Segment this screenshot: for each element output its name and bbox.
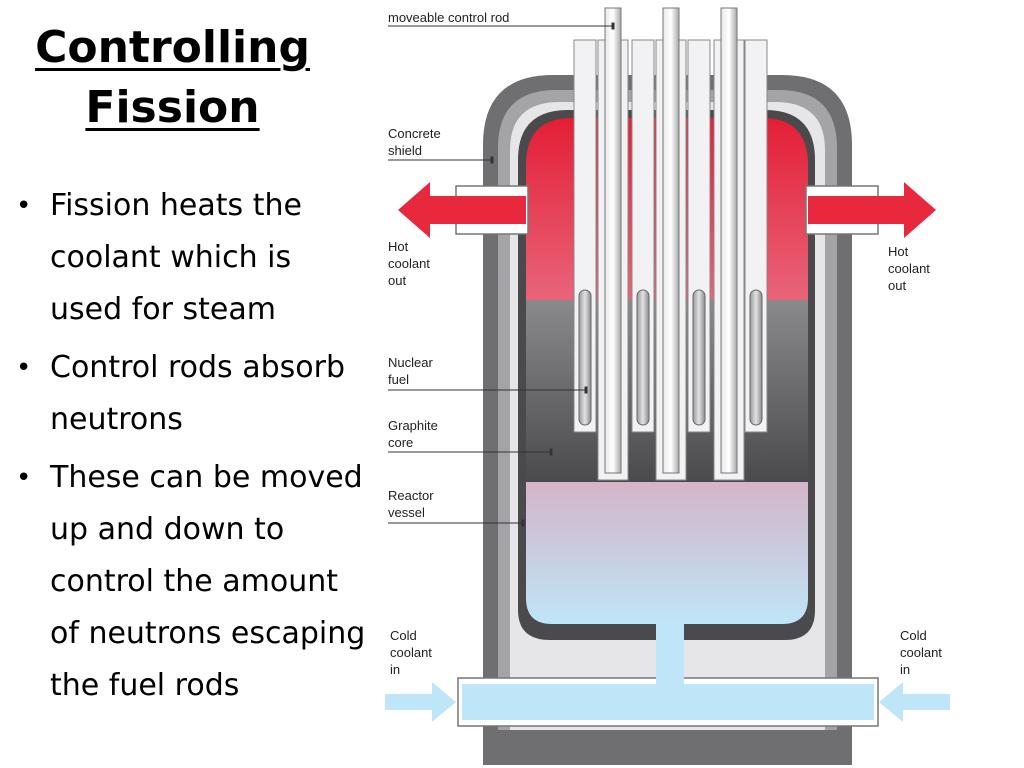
control-rod: [604, 7, 622, 474]
hot-coolant-arrows: [398, 182, 936, 238]
label-cold-left: in: [390, 662, 400, 677]
label-vessel: Reactor: [388, 488, 434, 503]
label-concrete: Concrete: [388, 126, 441, 141]
bullet-dot-icon: •: [16, 191, 32, 221]
label-fuel: fuel: [388, 372, 409, 387]
title-line-2: Fission: [85, 82, 260, 133]
bullet-item: • Fission heats the coolant which is used…: [10, 180, 370, 336]
label-cold-right: in: [900, 662, 910, 677]
hot-arrow-left-icon: [398, 182, 526, 238]
label-control-rod: moveable control rod: [388, 10, 509, 25]
cold-coolant-arrows: [385, 682, 950, 722]
label-hot-right: coolant: [888, 261, 930, 276]
label-graphite: Graphite: [388, 418, 438, 433]
label-vessel: vessel: [388, 505, 425, 520]
bullet-text: These can be moved up and down to contro…: [50, 460, 366, 703]
fuel-rod: [578, 289, 592, 426]
bullet-dot-icon: •: [16, 463, 32, 493]
label-cold-right: Cold: [900, 628, 927, 643]
fuel-rods: [578, 289, 763, 426]
label-hot-left: Hot: [388, 239, 409, 254]
label-graphite: core: [388, 435, 413, 450]
control-rods: [604, 7, 738, 474]
control-rod: [662, 7, 680, 474]
label-hot-left: out: [388, 273, 406, 288]
diagram-labels: moveable control rod Concrete shield Hot…: [388, 10, 942, 677]
hot-arrow-right-icon: [808, 182, 936, 238]
bullet-dot-icon: •: [16, 353, 32, 383]
label-cold-left: Cold: [390, 628, 417, 643]
bullet-list: • Fission heats the coolant which is used…: [10, 180, 370, 718]
cold-arrow-right-icon: [879, 682, 950, 722]
fuel-rod: [749, 289, 763, 426]
fuel-rod: [692, 289, 706, 426]
label-hot-right: out: [888, 278, 906, 293]
bullet-item: • Control rods absorb neutrons: [10, 342, 370, 446]
cold-arrow-left-icon: [385, 682, 456, 722]
label-concrete: shield: [388, 143, 422, 158]
label-cold-left: coolant: [390, 645, 432, 660]
cold-coolant-region: [526, 482, 808, 624]
label-hot-left: coolant: [388, 256, 430, 271]
slide-title: Controlling Fission: [0, 18, 345, 138]
label-cold-right: coolant: [900, 645, 942, 660]
label-fuel: Nuclear: [388, 355, 433, 370]
title-line-1: Controlling: [35, 22, 310, 73]
control-rod: [720, 7, 738, 474]
fuel-rod: [636, 289, 650, 426]
bullet-item: • These can be moved up and down to contr…: [10, 452, 370, 712]
bullet-text: Fission heats the coolant which is used …: [50, 188, 302, 327]
label-hot-right: Hot: [888, 244, 909, 259]
bullet-text: Control rods absorb neutrons: [50, 350, 346, 437]
inlet-pipe: [457, 660, 879, 727]
leader-lines: [388, 22, 615, 527]
